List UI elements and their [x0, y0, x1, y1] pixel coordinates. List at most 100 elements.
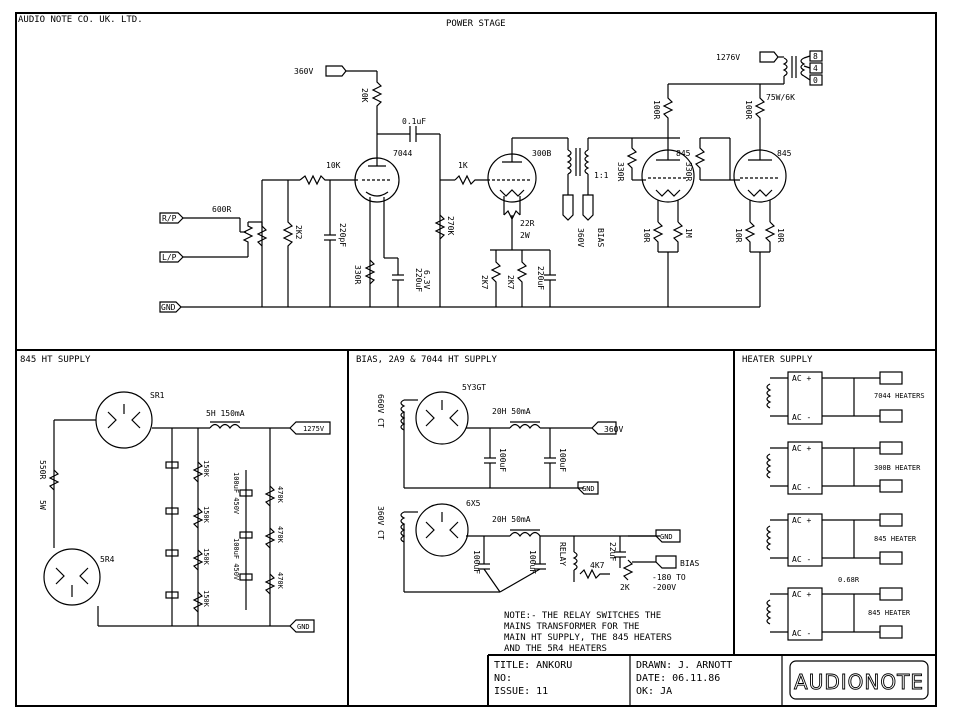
- terminal-gnd-b: GND: [655, 529, 681, 543]
- svg-text:1:1: 1:1: [594, 171, 609, 180]
- svg-text:SR1: SR1: [150, 391, 165, 400]
- drawn-by: DRAWN: J. ARNOTT: [636, 660, 732, 671]
- svg-text:100uF 450V: 100uF 450V: [232, 538, 240, 581]
- svg-text:1276V: 1276V: [716, 53, 740, 62]
- cap-100uf-c: 100uF: [472, 536, 501, 593]
- heater-block-3: AC + AC - 845 HEATER: [766, 513, 917, 567]
- svg-text:100uF 450V: 100uF 450V: [232, 472, 240, 515]
- svg-text:0: 0: [813, 76, 818, 85]
- heater-block-4: AC + AC - 0.68R 845 HEATER: [766, 576, 911, 641]
- resistor-330r-grid-b: 330R: [684, 138, 706, 181]
- drawing-no: NO:: [494, 673, 512, 684]
- cap-22uf: 22uF: [608, 536, 626, 568]
- svg-text:4: 4: [813, 64, 818, 73]
- terminal-bias-out: BIAS: [655, 555, 699, 569]
- svg-text:2K2: 2K2: [294, 225, 303, 240]
- heater-block-1: AC + AC - 7044 HEATERS: [766, 371, 925, 425]
- cap-100uf-a: 100uF: [484, 428, 507, 488]
- svg-text:7044 HEATERS: 7044 HEATERS: [874, 392, 925, 400]
- resistor-330r-7044: 330R: [353, 259, 376, 284]
- terminal-gnd-a: GND: [577, 481, 599, 495]
- svg-text:270K: 270K: [446, 216, 455, 235]
- svg-text:845: 845: [676, 149, 691, 158]
- svg-text:75W/6K: 75W/6K: [766, 93, 795, 102]
- rectifier-sr1: SR1: [95, 391, 165, 449]
- svg-text:2K7: 2K7: [480, 275, 489, 290]
- drawing-issue: ISSUE: 11: [494, 686, 548, 697]
- svg-text:1M: 1M: [684, 228, 693, 238]
- svg-text:100uF: 100uF: [472, 550, 481, 574]
- resistor-100r-b: 100R: [744, 84, 766, 124]
- resistor-550r: 550R 5W: [38, 460, 60, 510]
- audionote-logo: AUDIONOTE: [789, 660, 929, 700]
- svg-text:AC +: AC +: [792, 516, 811, 525]
- svg-text:AC +: AC +: [792, 374, 811, 383]
- svg-text:22R: 22R: [520, 219, 535, 228]
- heater-section: HEATER SUPPLY AC + AC - 7044 HEATERS AC …: [742, 355, 925, 641]
- svg-text:AC -: AC -: [792, 629, 811, 638]
- svg-text:GND: GND: [161, 303, 176, 312]
- svg-text:RELAY: RELAY: [558, 542, 567, 566]
- svg-text:330R: 330R: [684, 162, 693, 181]
- gnd-terminal-845: GND: [289, 619, 315, 633]
- svg-text:220uF: 220uF: [414, 268, 423, 292]
- svg-text:600R: 600R: [212, 205, 231, 214]
- transformer-360v: 360V CT: [376, 506, 418, 543]
- resistor-270k: 270K: [434, 214, 455, 240]
- svg-text:10R: 10R: [642, 228, 651, 243]
- interstage-transformer: 1:1: [566, 138, 609, 195]
- svg-text:470K: 470K: [276, 526, 284, 544]
- heater-title: HEATER SUPPLY: [742, 355, 813, 365]
- svg-text:MAINS TRANSFORMER FOR THE: MAINS TRANSFORMER FOR THE: [504, 622, 639, 632]
- svg-text:2W: 2W: [520, 231, 530, 240]
- svg-text:100uF: 100uF: [558, 448, 567, 472]
- resistor-10r-b: 10R: [734, 221, 756, 252]
- svg-text:550R: 550R: [38, 460, 47, 479]
- svg-text:470K: 470K: [276, 486, 284, 504]
- svg-text:330R: 330R: [616, 162, 625, 181]
- svg-text:660V CT: 660V CT: [376, 394, 385, 428]
- title-block: TITLE: ANKORU NO: ISSUE: 11 DRAWN: J. AR…: [494, 660, 929, 700]
- svg-text:360V: 360V: [294, 67, 313, 76]
- svg-text:GND: GND: [582, 485, 595, 493]
- svg-text:330R: 330R: [353, 265, 362, 284]
- svg-text:-200V: -200V: [652, 583, 676, 592]
- ht-845-title: 845 HT SUPPLY: [20, 355, 91, 365]
- coupling-cap-0.1uf: 0.1uF: [402, 117, 440, 142]
- drawing-frame: [15, 12, 937, 707]
- cap-220uf-7044: 220uF 6.3V: [392, 258, 431, 307]
- svg-text:MAIN HT SUPPLY, THE 845 HEATER: MAIN HT SUPPLY, THE 845 HEATERS: [504, 633, 672, 643]
- rectifier-5y3gt: 5Y3GT: [415, 383, 486, 445]
- svg-text:150K: 150K: [202, 460, 210, 478]
- svg-text:GND: GND: [660, 533, 673, 541]
- input-terminal-r: R/P: [159, 212, 184, 224]
- resistor-2k7-b: 2K7: [506, 250, 528, 307]
- svg-text:10R: 10R: [776, 228, 785, 243]
- gnd-terminal: GND: [159, 301, 182, 313]
- input-terminal-l: L/P: [159, 251, 184, 263]
- svg-text:NOTE:- THE RELAY SWITCHES THE: NOTE:- THE RELAY SWITCHES THE: [504, 611, 661, 621]
- ht-845-section: 845 HT SUPPLY SR1 5R4 550R 5W 5H 150mA 1…: [20, 355, 331, 633]
- terminal-360v: 360V: [591, 421, 623, 435]
- terminal-1275v: 1275V: [289, 421, 331, 435]
- tube-7044: 7044: [354, 134, 412, 210]
- svg-text:100uF: 100uF: [528, 550, 537, 574]
- svg-text:AC +: AC +: [792, 590, 811, 599]
- svg-text:10K: 10K: [326, 161, 341, 170]
- svg-text:100R: 100R: [652, 100, 661, 119]
- plate-supply-360v: 360V 20K: [294, 65, 383, 134]
- svg-text:AC +: AC +: [792, 444, 811, 453]
- svg-text:R/P: R/P: [162, 214, 177, 223]
- svg-text:1275V: 1275V: [303, 425, 325, 433]
- svg-text:5Y3GT: 5Y3GT: [462, 383, 486, 392]
- approved-by: OK: JA: [636, 686, 672, 697]
- bias-supply-section: BIAS, 2A9 & 7044 HT SUPPLY 5Y3GT 660V CT…: [356, 355, 699, 654]
- resistor-100r-a: 100R: [652, 84, 674, 124]
- svg-text:L/P: L/P: [162, 253, 177, 262]
- svg-text:0.68R: 0.68R: [838, 576, 860, 584]
- svg-text:845 HEATER: 845 HEATER: [868, 609, 911, 617]
- resistor-1m: 1M: [672, 221, 693, 252]
- svg-text:AC -: AC -: [792, 413, 811, 422]
- svg-text:220uF: 220uF: [536, 266, 545, 290]
